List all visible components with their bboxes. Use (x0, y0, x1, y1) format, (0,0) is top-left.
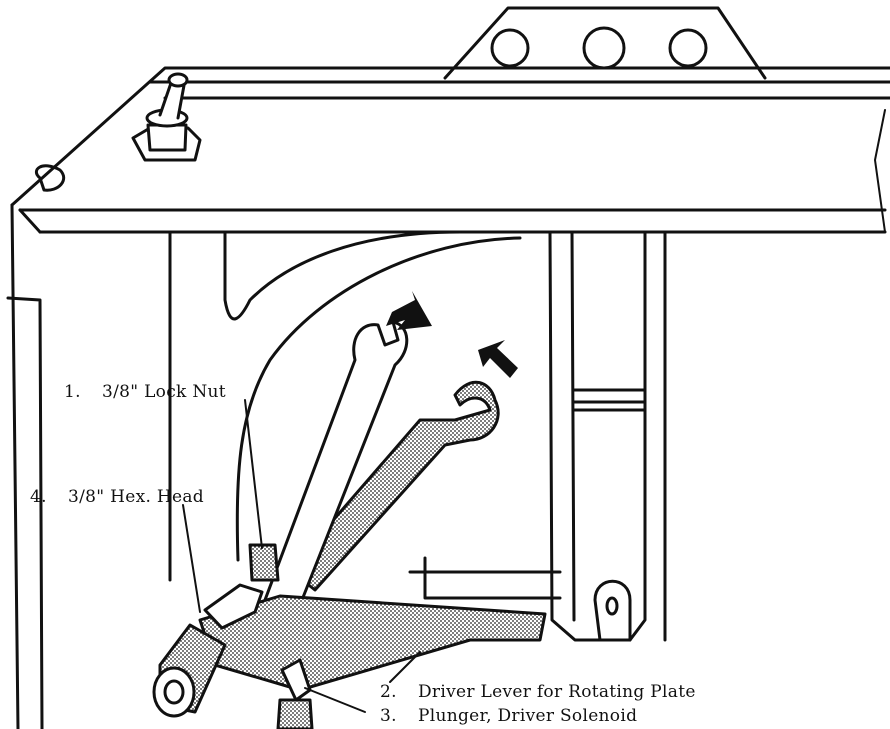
wrench-icon (288, 380, 500, 592)
toggle-switch-icon (131, 72, 202, 162)
callout-driver-lever: 2.Driver Lever for Rotating Plate (380, 682, 696, 702)
leader-lines (182, 399, 421, 713)
rotation-arrow-icon (386, 291, 518, 378)
hex-head (203, 583, 264, 630)
top-plate (10, 66, 890, 234)
solenoid-cap (152, 623, 227, 718)
rotating-plate-housing (223, 230, 562, 600)
left-frame (6, 203, 172, 729)
bracket-hole-right (668, 28, 708, 68)
rivet (34, 164, 66, 192)
callout-lock-nut: 1.3/8" Lock Nut (64, 382, 226, 402)
plunger (276, 658, 314, 729)
callout-hex-head: 4.3/8" Hex. Head (30, 487, 204, 507)
wrench-icon (263, 320, 409, 607)
callout-plunger: 3.Plunger, Driver Solenoid (380, 706, 638, 726)
bracket-hole-left (490, 28, 530, 68)
lock-nut (248, 543, 280, 582)
right-channel-frame (548, 230, 667, 642)
